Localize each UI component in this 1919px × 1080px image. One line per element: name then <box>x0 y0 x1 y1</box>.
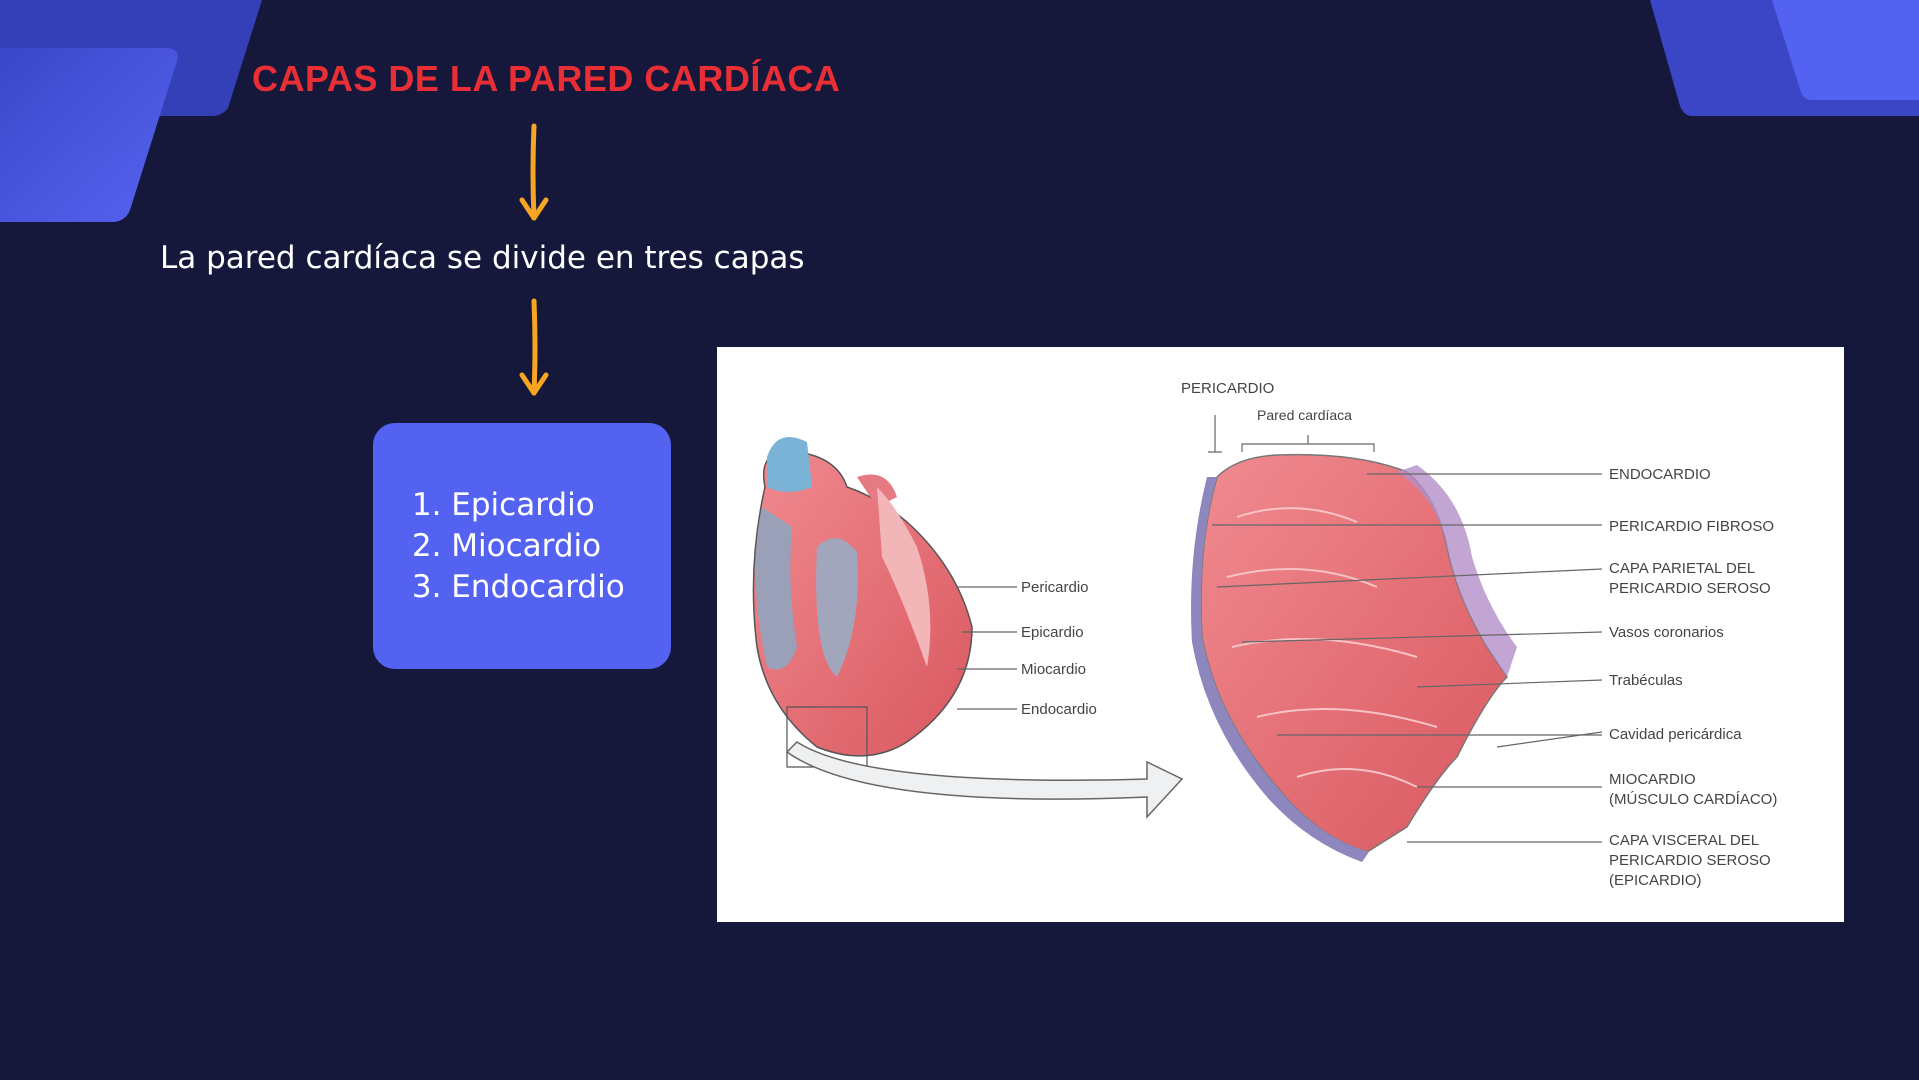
arrow-down-icon <box>519 123 549 221</box>
label-miocardio: Miocardio <box>1021 661 1086 678</box>
layers-box: Epicardio Miocardio Endocardio <box>373 423 671 669</box>
slide-subtitle: La pared cardíaca se divide en tres capa… <box>160 240 805 276</box>
label-capa-visceral: (EPICARDIO) <box>1609 872 1702 889</box>
label-pericardio-fibroso: PERICARDIO FIBROSO <box>1609 518 1774 535</box>
label-endocardio-right: ENDOCARDIO <box>1609 466 1711 483</box>
label-cavidad-pericardica: Cavidad pericárdica <box>1609 726 1742 743</box>
layer-item: Miocardio <box>451 526 624 567</box>
heart-diagram: Pericardio Epicardio Miocardio Endocardi… <box>752 380 1777 889</box>
layer-item: Endocardio <box>451 567 624 608</box>
heart-wall-section <box>1191 415 1517 862</box>
label-epicardio: Epicardio <box>1021 624 1084 641</box>
layers-list: Epicardio Miocardio Endocardio <box>419 485 624 608</box>
heart-cross-section <box>752 437 973 768</box>
label-vasos-coronarios: Vasos coronarios <box>1609 624 1724 641</box>
label-miocardio-right: MIOCARDIO <box>1609 771 1696 788</box>
label-pericardio-top: PERICARDIO <box>1181 380 1274 397</box>
zoom-arrow-icon <box>785 741 1184 819</box>
slide-title: CAPAS DE LA PARED CARDÍACA <box>252 58 841 99</box>
layer-item: Epicardio <box>451 485 624 526</box>
label-capa-parietal: CAPA PARIETAL DEL <box>1609 560 1755 577</box>
label-capa-parietal: PERICARDIO SEROSO <box>1609 580 1771 597</box>
label-endocardio: Endocardio <box>1021 701 1097 718</box>
label-miocardio-right: (MÚSCULO CARDÍACO) <box>1609 791 1777 808</box>
label-capa-visceral: CAPA VISCERAL DEL <box>1609 832 1759 849</box>
heart-wall-illustration: Pericardio Epicardio Miocardio Endocardi… <box>717 347 1844 922</box>
label-capa-visceral: PERICARDIO SEROSO <box>1609 852 1771 869</box>
top-left-decoration <box>0 0 262 222</box>
arrow-down-icon <box>519 298 549 396</box>
label-pared-cardiaca: Pared cardíaca <box>1257 407 1352 423</box>
label-pericardio: Pericardio <box>1021 579 1089 596</box>
top-right-decoration <box>1650 0 1919 116</box>
label-trabeculas: Trabéculas <box>1609 672 1683 689</box>
